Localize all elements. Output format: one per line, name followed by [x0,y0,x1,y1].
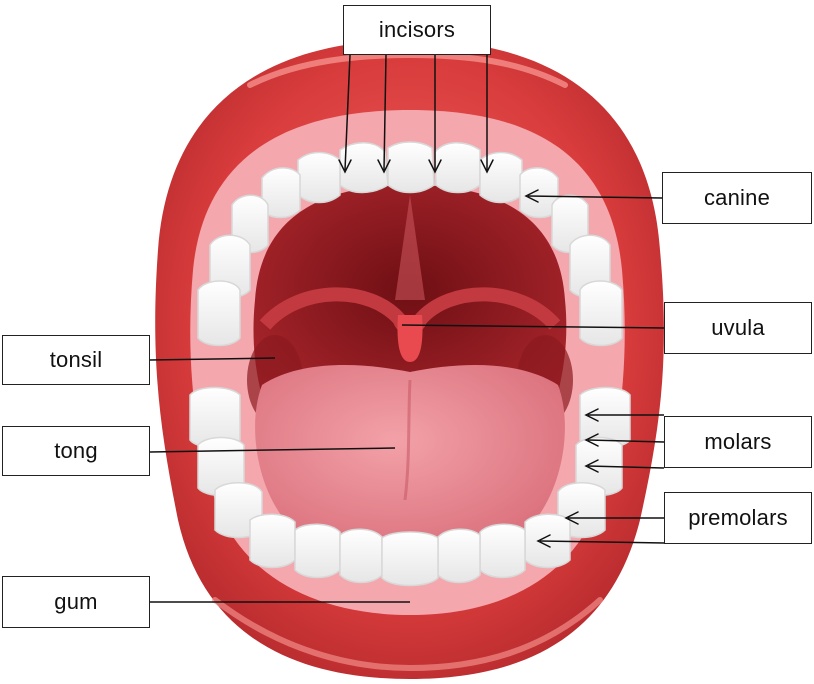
label-uvula: uvula [664,302,812,354]
label-premolars: premolars [664,492,812,544]
throat [253,185,567,420]
label-molars: molars [664,416,812,468]
label-canine: canine [662,172,812,224]
leader-lines [149,54,665,603]
tongue [255,365,565,554]
label-incisors: incisors [343,5,491,55]
label-tonsil: tonsil [2,335,150,385]
label-tonsil-text: tonsil [49,347,103,372]
label-gum: gum [2,576,150,628]
label-molars-text: molars [704,429,772,454]
arrowheads [338,159,599,548]
label-uvula-text: uvula [711,315,765,340]
uvula-shape [397,315,423,362]
upper-teeth [197,141,623,347]
label-premolars-text: premolars [688,505,788,530]
label-gum-text: gum [54,589,98,614]
label-tong-text: tong [54,438,98,463]
label-tong: tong [2,426,150,476]
label-incisors-text: incisors [378,17,456,42]
label-canine-text: canine [703,185,771,210]
